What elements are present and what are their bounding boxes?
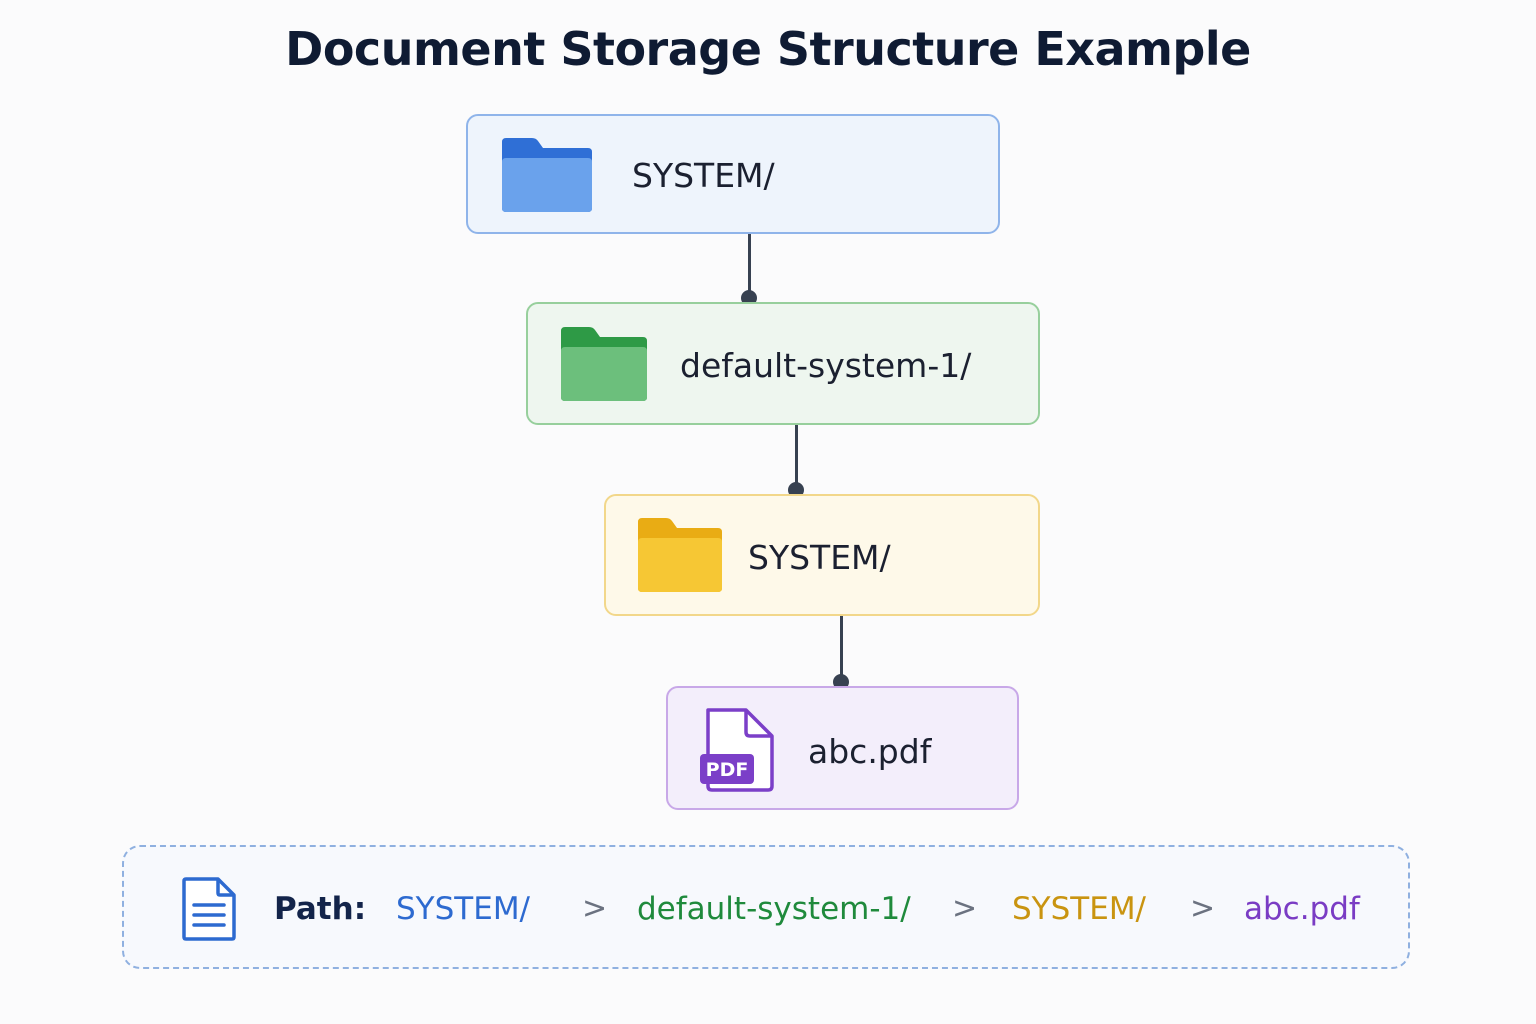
tree-node-system-root[interactable]: SYSTEM/ xyxy=(466,114,1000,234)
path-label: Path: xyxy=(274,891,367,927)
node-label: abc.pdf xyxy=(808,732,932,771)
path-segment[interactable]: abc.pdf xyxy=(1244,891,1360,927)
tree-node-default-system-1[interactable]: default-system-1/ xyxy=(526,302,1040,425)
chevron-right-icon: > xyxy=(582,891,608,926)
path-segment[interactable]: SYSTEM/ xyxy=(396,891,531,927)
path-breadcrumb: Path: SYSTEM/ > default-system-1/ > SYST… xyxy=(122,845,1410,969)
folder-icon xyxy=(561,327,647,401)
folder-icon xyxy=(638,518,722,592)
tree-node-abc-pdf[interactable]: PDF abc.pdf xyxy=(666,686,1019,810)
pdf-badge-text: PDF xyxy=(706,759,749,781)
chevron-right-icon: > xyxy=(952,891,978,926)
path-segment[interactable]: default-system-1/ xyxy=(637,891,911,927)
folder-icon xyxy=(502,138,592,212)
node-label: default-system-1/ xyxy=(680,346,972,385)
connector-line xyxy=(748,234,751,298)
node-label: SYSTEM/ xyxy=(632,156,775,195)
connector-line xyxy=(795,425,798,487)
chevron-right-icon: > xyxy=(1190,891,1216,926)
document-icon xyxy=(182,877,236,941)
path-segment[interactable]: SYSTEM/ xyxy=(1012,891,1147,927)
connector-line xyxy=(840,616,843,679)
tree-node-system-nested[interactable]: SYSTEM/ xyxy=(604,494,1040,616)
pdf-file-icon: PDF xyxy=(700,708,774,792)
page-title: Document Storage Structure Example xyxy=(285,22,1251,76)
node-label: SYSTEM/ xyxy=(748,538,891,577)
